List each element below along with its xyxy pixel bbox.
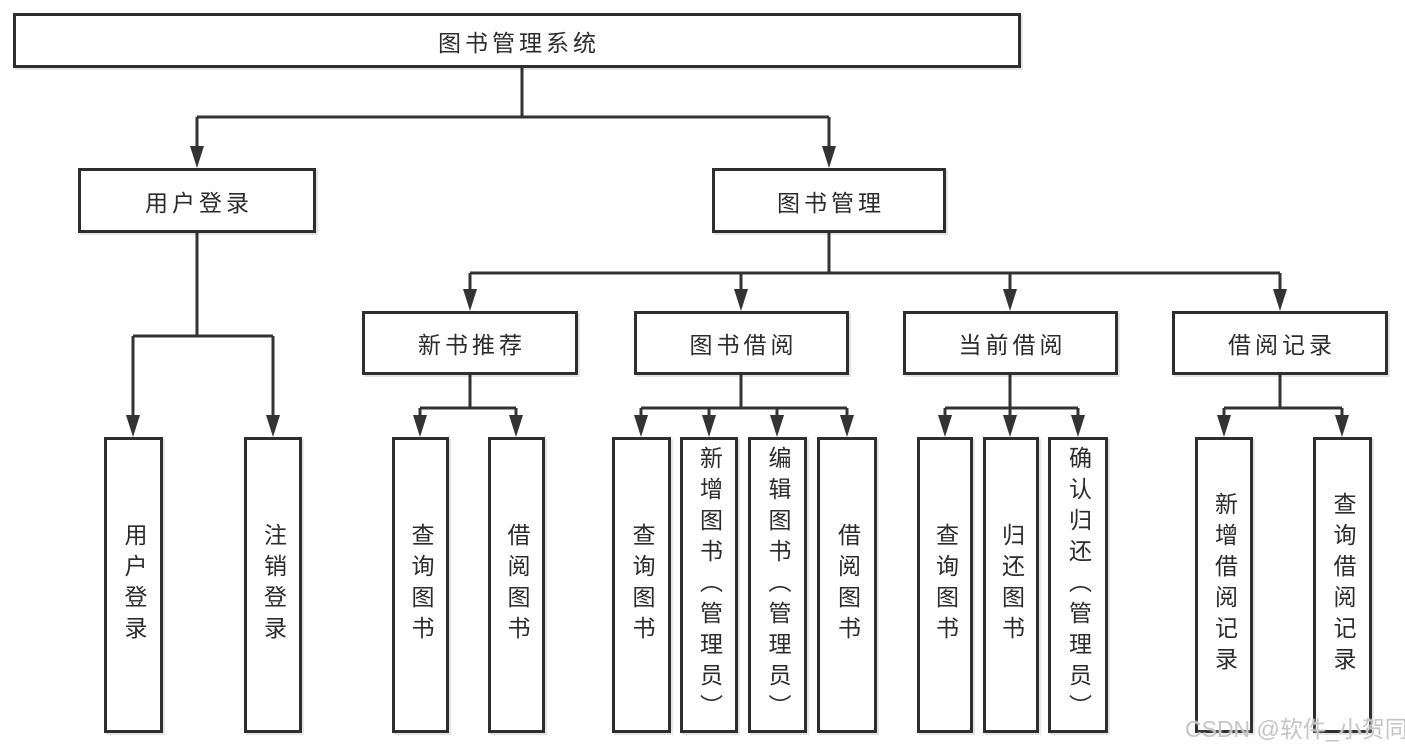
node-borrow-record-label: 借阅记录: [1228, 332, 1336, 358]
leaf-add-borrow-record: 新增借阅记录: [1195, 437, 1253, 733]
leaf-newbook-borrow-book-label: 借阅图书: [504, 523, 530, 647]
leaf-edit-book-admin-label: 编辑图书（管理员）: [765, 445, 791, 725]
node-current-borrow-label: 当前借阅: [958, 332, 1067, 358]
leaf-add-book-admin: 新增图书（管理员）: [680, 437, 738, 733]
node-book-management-label: 图书管理: [777, 189, 885, 216]
leaf-newbook-borrow-book: 借阅图书: [488, 437, 545, 733]
leaf-newbook-query-book-label: 查询图书: [408, 523, 434, 647]
connector-user-login-to-leaves: [126, 233, 280, 437]
node-book-borrow: 图书借阅: [634, 311, 849, 375]
leaf-add-borrow-record-label: 新增借阅记录: [1211, 492, 1238, 678]
connector-current-borrow-to-leaves: [938, 375, 1085, 437]
leaf-query-borrow-record-label: 查询借阅记录: [1330, 492, 1356, 678]
node-borrow-record: 借阅记录: [1172, 311, 1388, 375]
node-user-login-label: 用户登录: [145, 189, 253, 216]
node-new-book-recommend-label: 新书推荐: [418, 332, 526, 358]
node-user-login: 用户登录: [78, 168, 316, 233]
connector-root-to-level2: [190, 68, 836, 168]
leaf-return-book-label: 归还图书: [998, 523, 1025, 647]
csdn-watermark: CSDN @软件_小贺同学: [1185, 716, 1405, 742]
leaf-borrow-borrow-book-label: 借阅图书: [834, 523, 861, 647]
leaf-logout: 注销登录: [244, 437, 302, 733]
leaf-current-query-book-label: 查询图书: [932, 523, 959, 647]
node-book-management: 图书管理: [712, 168, 946, 233]
leaf-borrow-query-book-label: 查询图书: [629, 523, 655, 647]
leaf-borrow-borrow-book: 借阅图书: [817, 437, 877, 733]
leaf-confirm-return-admin-label: 确认归还（管理员）: [1065, 445, 1092, 725]
leaf-query-borrow-record: 查询借阅记录: [1313, 437, 1372, 733]
leaf-newbook-query-book: 查询图书: [392, 437, 449, 733]
connector-book-management-to-modules: [463, 233, 1287, 311]
leaf-confirm-return-admin: 确认归还（管理员）: [1048, 437, 1108, 733]
connector-book-borrow-to-leaves: [634, 375, 854, 437]
connector-borrow-record-to-leaves: [1217, 375, 1349, 437]
leaf-user-login-label: 用户登录: [121, 523, 147, 647]
connector-new-book-to-leaves: [413, 375, 523, 437]
leaf-logout-label: 注销登录: [260, 523, 287, 647]
leaf-user-login: 用户登录: [104, 437, 163, 733]
node-book-borrow-label: 图书借阅: [689, 332, 798, 358]
leaf-return-book: 归还图书: [983, 437, 1039, 733]
leaf-current-query-book: 查询图书: [917, 437, 973, 733]
node-root-label: 图书管理系统: [438, 29, 600, 56]
leaf-edit-book-admin: 编辑图书（管理员）: [748, 437, 807, 733]
node-root: 图书管理系统: [13, 13, 1021, 68]
node-current-borrow: 当前借阅: [903, 311, 1118, 375]
node-new-book-recommend: 新书推荐: [362, 311, 578, 375]
leaf-add-book-admin-label: 新增图书（管理员）: [696, 445, 723, 725]
leaf-borrow-query-book: 查询图书: [612, 437, 671, 733]
